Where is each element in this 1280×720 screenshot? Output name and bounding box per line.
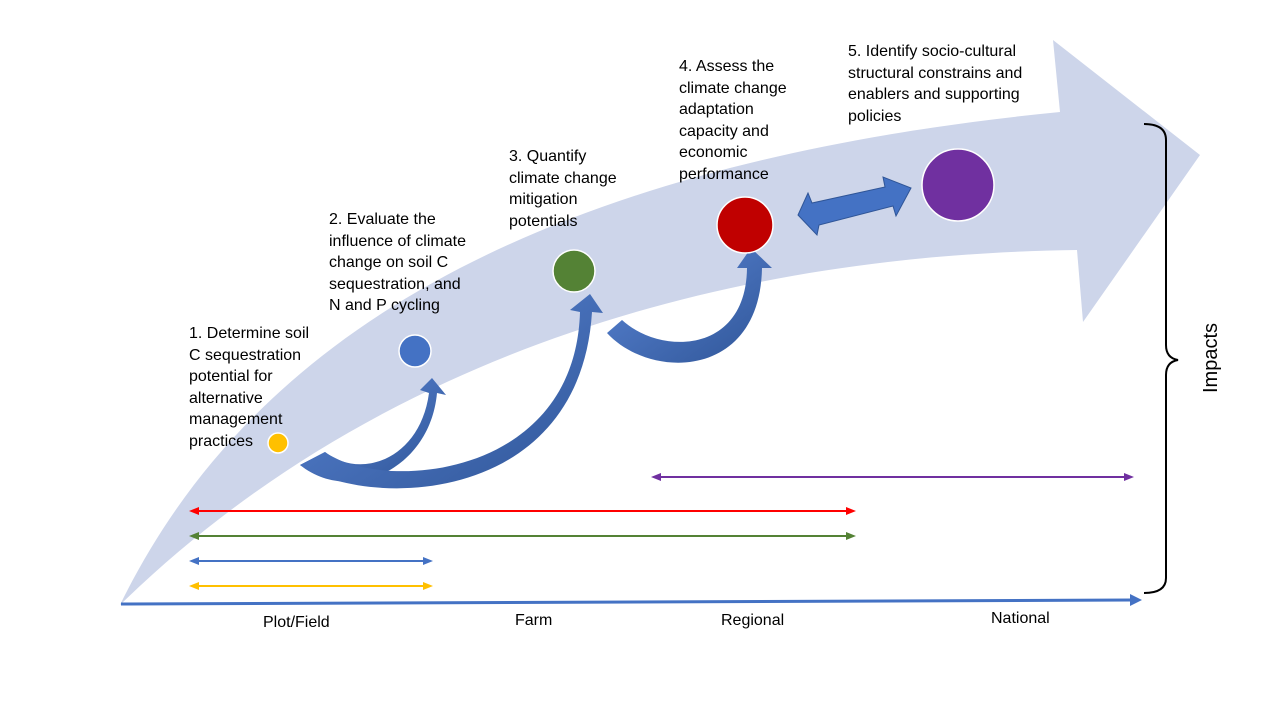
curved-arrow-1-to-3 bbox=[300, 294, 603, 489]
range-arrow-step-3 bbox=[189, 532, 856, 540]
step-5-label: 5. Identify socio-cultural structural co… bbox=[848, 43, 1023, 125]
range-arrow-step-1 bbox=[189, 582, 433, 590]
scale-label-regional: Regional bbox=[721, 612, 785, 629]
impacts-brace bbox=[1143, 123, 1179, 594]
range-arrow-step-2 bbox=[189, 557, 433, 565]
scale-axis bbox=[120, 594, 1142, 606]
step-4-label: 4. Assess the climate change adaptation … bbox=[679, 58, 787, 183]
impacts-label: Impacts bbox=[1200, 322, 1222, 394]
step-5-circle bbox=[921, 148, 995, 222]
step-2-circle bbox=[398, 334, 432, 368]
double-arrow-4-5 bbox=[797, 176, 912, 237]
range-arrow-step-5 bbox=[651, 473, 1134, 481]
scale-label-plot-field: Plot/Field bbox=[263, 614, 330, 631]
step-3-label: 3. Quantify climate change mitigation po… bbox=[509, 148, 617, 230]
step-4-circle bbox=[716, 196, 774, 254]
curved-arrow-3-to-4 bbox=[607, 248, 772, 363]
step-1-label: 1. Determine soil C sequestration potent… bbox=[189, 325, 310, 450]
step-2-label: 2. Evaluate the influence of climate cha… bbox=[329, 211, 466, 314]
range-arrow-step-4 bbox=[189, 507, 856, 515]
scale-label-farm: Farm bbox=[515, 612, 553, 629]
step-1-circle bbox=[267, 432, 289, 454]
step-3-circle bbox=[552, 249, 596, 293]
scale-label-national: National bbox=[991, 610, 1050, 627]
